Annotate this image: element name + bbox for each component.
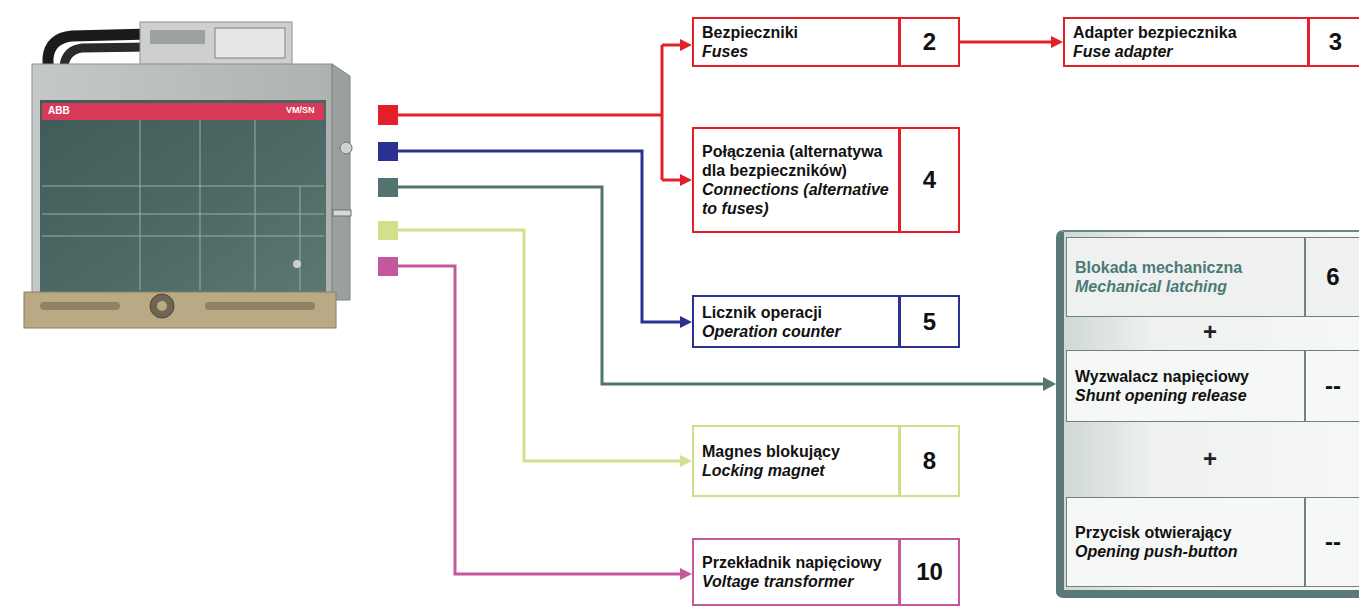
label-en: Voltage transformer [702, 572, 890, 591]
arrow-head [1051, 36, 1063, 48]
name-cell: Magnes blokującyLocking magnet [694, 427, 898, 495]
name-cell: Adapter bezpiecznikaFuse adapter [1065, 19, 1307, 65]
label-pl: Połączenia (alternatywa dla bezpiecznikó… [702, 142, 890, 180]
option-box: BezpiecznikiFuses 2 [692, 17, 960, 67]
label-pl: Licznik operacji [702, 303, 890, 322]
label-pl: Przekładnik napięciowy [702, 553, 890, 572]
name-cell: Blokada mechanicznaMechanical latching [1067, 238, 1304, 316]
name-cell: Przekładnik napięciowyVoltage transforme… [694, 540, 898, 604]
label-en: Mechanical latching [1075, 277, 1296, 296]
callout-number: 10 [916, 558, 943, 586]
brand-label: ABB [48, 105, 70, 116]
option-box: Magnes blokującyLocking magnet 8 [692, 425, 960, 497]
option-box: Wyzwalacz napięciowyShunt opening releas… [1066, 350, 1359, 422]
callout-number: 6 [1326, 263, 1339, 291]
callout-number: -- [1325, 372, 1341, 400]
label-pl: Przycisk otwierający [1075, 523, 1296, 542]
label-en: Operation counter [702, 322, 890, 341]
connector-arrow [960, 36, 1063, 48]
label-pl: Wyzwalacz napięciowy [1075, 367, 1296, 386]
callout-number: 4 [923, 166, 936, 194]
label-en: Locking magnet [702, 461, 890, 480]
name-cell: BezpiecznikiFuses [694, 19, 898, 65]
name-cell: Połączenia (alternatywa dla bezpiecznikó… [694, 129, 898, 231]
name-cell: Licznik operacjiOperation counter [694, 297, 898, 346]
option-box: Przekładnik napięciowyVoltage transforme… [692, 538, 960, 606]
number-cell: 3 [1307, 19, 1359, 65]
number-cell: 2 [898, 19, 958, 65]
label-pl: Blokada mechaniczna [1075, 258, 1296, 277]
option-box: Połączenia (alternatywa dla bezpiecznikó… [692, 127, 960, 233]
option-box: Adapter bezpiecznikaFuse adapter 3 [1063, 17, 1359, 67]
number-cell: 10 [898, 540, 958, 604]
label-pl: Magnes blokujący [702, 442, 890, 461]
label-en: Shunt opening release [1075, 386, 1296, 405]
option-box: Przycisk otwierającyOpening push-button-… [1066, 497, 1359, 587]
callout-number: 3 [1329, 28, 1342, 56]
callout-number: 5 [923, 308, 936, 336]
number-cell: -- [1304, 351, 1359, 421]
number-cell: 4 [898, 129, 958, 231]
option-box: Licznik operacjiOperation counter 5 [692, 295, 960, 348]
number-cell: 5 [898, 297, 958, 346]
number-cell: 8 [898, 427, 958, 495]
callout-number: 8 [923, 447, 936, 475]
callout-number: 2 [923, 28, 936, 56]
number-cell: -- [1304, 498, 1359, 586]
name-cell: Przycisk otwierającyOpening push-button [1067, 498, 1304, 586]
plus-sign: + [1203, 318, 1217, 346]
number-cell: 6 [1304, 238, 1359, 316]
name-cell: Wyzwalacz napięciowyShunt opening releas… [1067, 351, 1304, 421]
connector-line [960, 41, 1053, 44]
model-label: VM/SN [286, 105, 315, 115]
label-en: Opening push-button [1075, 542, 1296, 561]
option-box: Blokada mechanicznaMechanical latching 6 [1066, 237, 1359, 317]
label-en: Fuse adapter [1073, 42, 1299, 61]
label-pl: Adapter bezpiecznika [1073, 23, 1299, 42]
plus-sign: + [1203, 445, 1217, 473]
label-en: Fuses [702, 42, 890, 61]
label-en: Connections (alternative to fuses) [702, 180, 890, 218]
callout-number: -- [1325, 528, 1341, 556]
label-pl: Bezpieczniki [702, 23, 890, 42]
